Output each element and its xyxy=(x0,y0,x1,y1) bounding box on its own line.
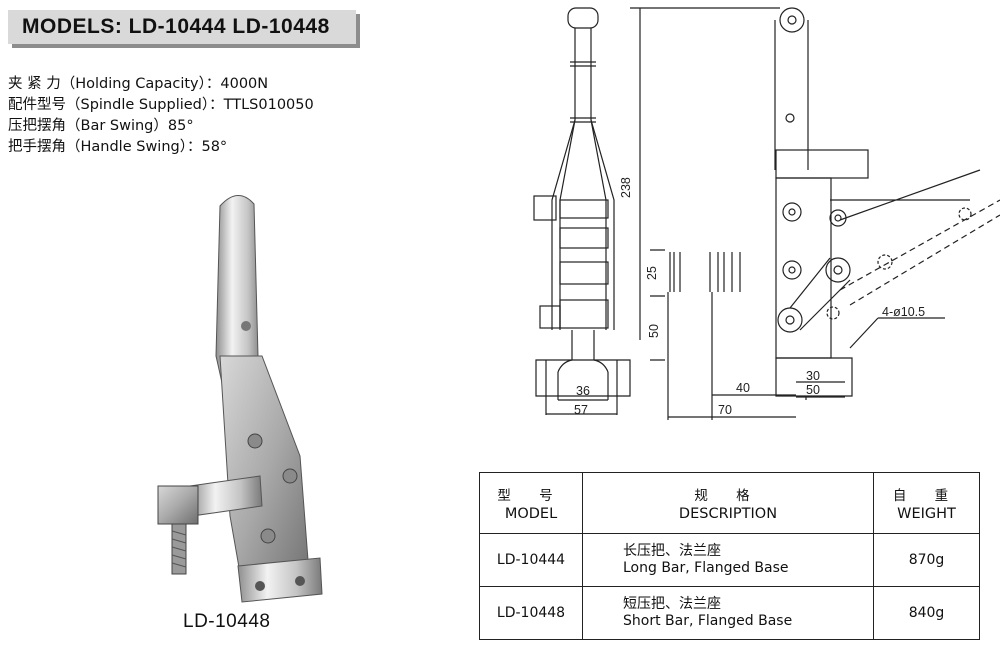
spec-label: 把手摆角（Handle Swing）： xyxy=(8,139,202,155)
cell-weight: 870g xyxy=(873,533,980,587)
spec-value: 85° xyxy=(167,118,194,134)
title-banner: MODELS: LD-10444 LD-10448 xyxy=(8,10,356,44)
spec-holding-capacity: 夹 紧 力（Holding Capacity）：4000N xyxy=(8,74,314,95)
dim-height-25: 25 xyxy=(645,266,659,280)
side-view-spindle xyxy=(667,252,741,420)
spec-label: 夹 紧 力（Holding Capacity）： xyxy=(8,76,221,92)
spec-label: 配件型号（Spindle Supplied）： xyxy=(8,97,224,113)
dim-height-238: 238 xyxy=(619,177,633,198)
dim-width-50: 50 xyxy=(806,383,820,397)
spec-list: 夹 紧 力（Holding Capacity）：4000N 配件型号（Spind… xyxy=(8,74,314,158)
dim-width-40: 40 xyxy=(736,381,750,395)
spec-value: 58° xyxy=(201,139,228,155)
dim-width-57: 57 xyxy=(574,403,588,417)
dim-holes: 4-ø10.5 xyxy=(882,305,925,319)
side-view-clamp xyxy=(774,7,1000,400)
dim-width-30: 30 xyxy=(806,369,820,383)
cell-model: LD-10448 xyxy=(479,586,583,640)
front-view xyxy=(533,7,631,415)
spec-value: TTLS010050 xyxy=(223,97,314,113)
spec-label: 压把摆角（Bar Swing） xyxy=(8,118,168,134)
dim-height-50: 50 xyxy=(647,324,661,338)
photo-caption: LD-10448 xyxy=(183,611,271,632)
cell-weight: 840g xyxy=(873,586,980,640)
spec-bar-swing: 压把摆角（Bar Swing）85° xyxy=(8,116,314,137)
spec-spindle-supplied: 配件型号（Spindle Supplied）：TTLS010050 xyxy=(8,95,314,116)
spec-value: 4000N xyxy=(220,76,269,92)
technical-drawing: 36 57 238 25 50 4-ø10.5 30 50 40 xyxy=(533,7,1000,420)
dim-width-36: 36 xyxy=(576,384,590,398)
spec-handle-swing: 把手摆角（Handle Swing）：58° xyxy=(8,137,314,158)
product-photo xyxy=(157,195,323,603)
dim-width-70: 70 xyxy=(718,403,732,417)
page-title: MODELS: LD-10444 LD-10448 xyxy=(22,15,330,38)
cell-model: LD-10444 xyxy=(479,533,583,587)
